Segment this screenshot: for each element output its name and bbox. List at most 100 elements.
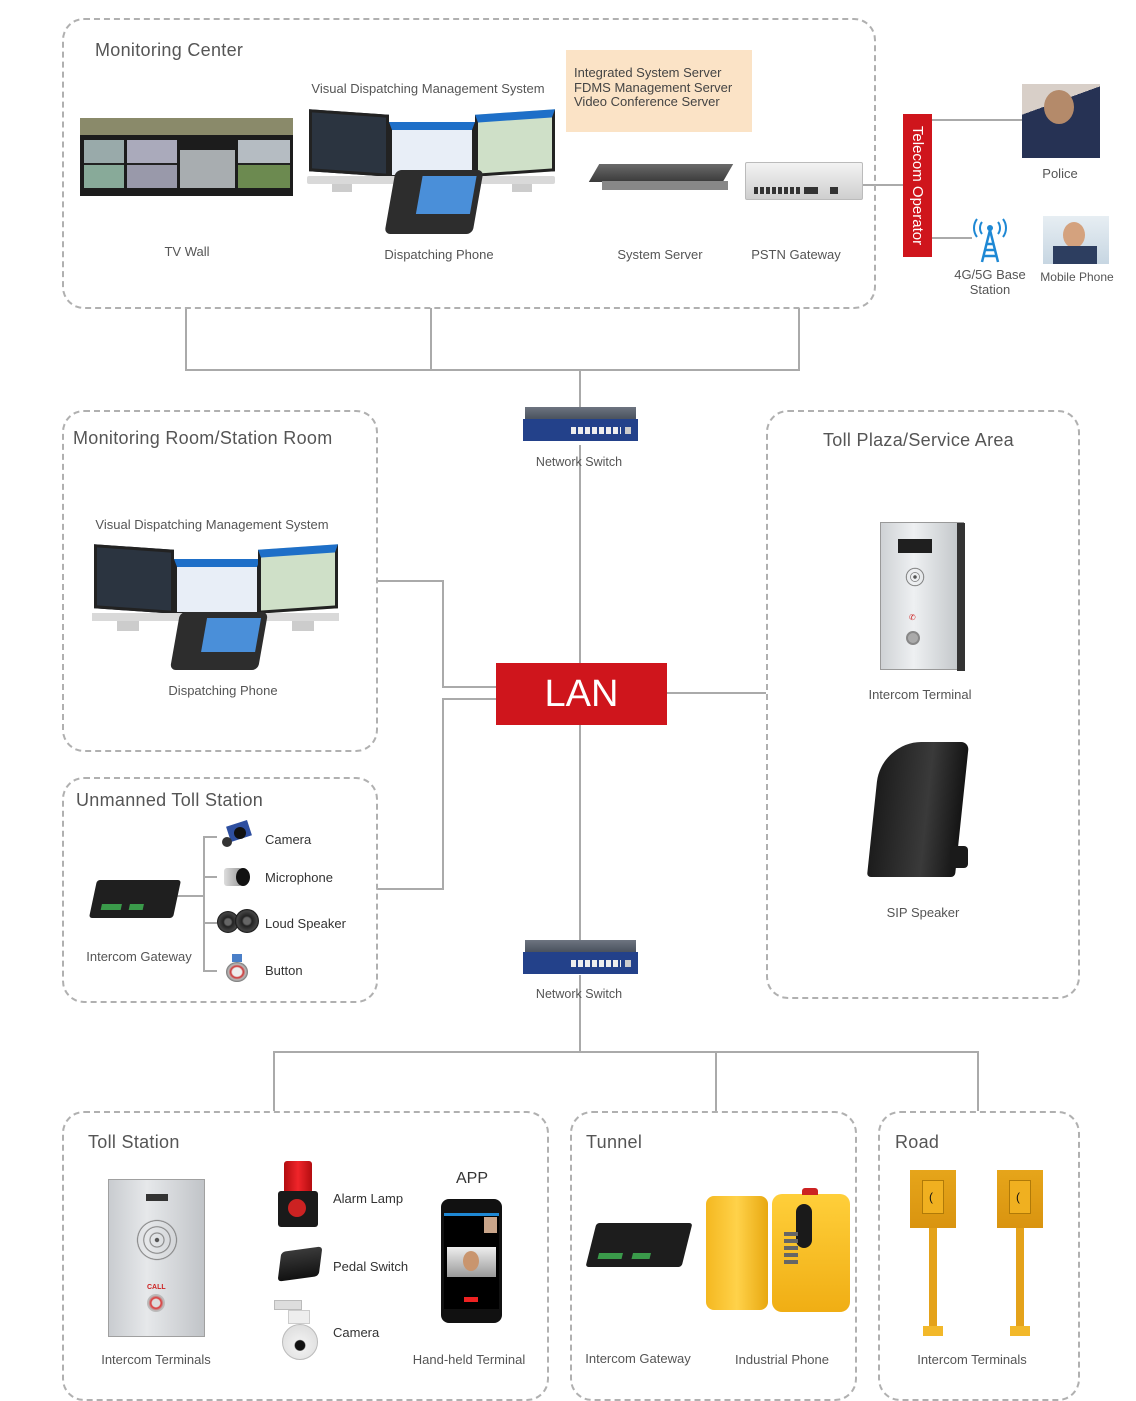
wire bbox=[203, 922, 217, 924]
intercom-gateway-label: Intercom Gateway bbox=[86, 949, 192, 964]
wire bbox=[715, 1051, 717, 1111]
network-switch-bottom-image bbox=[523, 940, 638, 976]
peripheral-label: Camera bbox=[265, 832, 312, 847]
wire bbox=[203, 970, 217, 972]
call-text: CALL bbox=[147, 1284, 166, 1291]
handheld-terminal-image bbox=[441, 1199, 502, 1323]
sip-speaker-label: SIP Speaker bbox=[886, 905, 960, 920]
network-switch-bottom-label: Network Switch bbox=[535, 987, 623, 1001]
system-server-image bbox=[588, 164, 734, 194]
wire bbox=[579, 724, 581, 942]
vdms-label: Visual Dispatching Management System bbox=[311, 81, 545, 96]
button-icon bbox=[226, 954, 248, 982]
police-label: Police bbox=[1042, 166, 1078, 181]
zone-monitoring-center bbox=[62, 18, 876, 309]
camera-module-icon bbox=[222, 819, 254, 847]
intercom-terminal-image: ✆ bbox=[880, 522, 965, 671]
dispatching-phone-image bbox=[384, 170, 484, 234]
alarm-lamp-icon bbox=[276, 1161, 320, 1227]
wire bbox=[932, 119, 1022, 121]
wire bbox=[442, 686, 496, 688]
base-station-icon bbox=[968, 218, 1012, 264]
wire bbox=[273, 1051, 275, 1111]
mobile-phone-photo bbox=[1043, 216, 1109, 264]
server-item: FDMS Management Server bbox=[574, 79, 733, 95]
wire bbox=[185, 308, 187, 371]
base-station-label: 4G/5G Base Station bbox=[954, 267, 1026, 297]
zone-monitoring-room bbox=[62, 410, 378, 752]
microphone-icon bbox=[224, 866, 250, 888]
police-photo bbox=[1022, 84, 1100, 158]
wire bbox=[798, 308, 800, 371]
wire bbox=[932, 237, 972, 239]
peripheral-label: Microphone bbox=[265, 870, 333, 885]
zone-title: Toll Station bbox=[88, 1132, 180, 1152]
server-item: Video Conference Server bbox=[574, 94, 720, 109]
camera-label: Camera bbox=[333, 1325, 380, 1340]
wire bbox=[579, 445, 581, 663]
server-list-box: Integrated System Server FDMS Management… bbox=[566, 50, 752, 132]
intercom-gateway-label: Intercom Gateway bbox=[585, 1351, 691, 1366]
wire bbox=[579, 975, 581, 1053]
intercom-terminal-image: CALL bbox=[108, 1179, 205, 1337]
pedal-switch-label: Pedal Switch bbox=[333, 1259, 409, 1274]
telecom-operator-block: Telecom Operator bbox=[903, 114, 932, 257]
wire bbox=[863, 184, 903, 186]
pstn-gateway-image bbox=[745, 162, 863, 200]
alarm-lamp-label: Alarm Lamp bbox=[333, 1191, 404, 1206]
zone-title: Tunnel bbox=[586, 1132, 643, 1152]
lan-block: LAN bbox=[496, 663, 667, 725]
dispatching-phone-label: Dispatching Phone bbox=[168, 683, 278, 698]
zone-title: Unmanned Toll Station bbox=[76, 790, 264, 810]
server-item: Integrated System Server bbox=[574, 65, 722, 80]
wire bbox=[203, 836, 217, 838]
road-intercom-post-icon: ( bbox=[910, 1170, 956, 1338]
zone-unmanned-toll-station bbox=[62, 777, 378, 1003]
telecom-operator-label: Telecom Operator bbox=[909, 125, 926, 246]
network-switch-top-label: Network Switch bbox=[535, 455, 623, 469]
wire bbox=[273, 1051, 979, 1053]
handheld-terminal-label: Hand-held Terminal bbox=[412, 1352, 526, 1367]
dispatching-phone-label: Dispatching Phone bbox=[384, 247, 494, 262]
app-label: APP bbox=[455, 1170, 488, 1187]
wire bbox=[442, 580, 444, 688]
wire bbox=[377, 580, 444, 582]
pedal-switch-icon bbox=[276, 1243, 323, 1283]
zone-title: Monitoring Room/Station Room bbox=[73, 428, 333, 448]
wire bbox=[377, 888, 444, 890]
wire bbox=[176, 895, 204, 897]
dispatching-phone-image bbox=[169, 612, 269, 670]
intercom-terminals-label: Intercom Terminals bbox=[101, 1352, 211, 1367]
loud-speaker-icon bbox=[217, 909, 259, 935]
wire bbox=[442, 698, 496, 700]
road-intercom-post-icon: ( bbox=[997, 1170, 1043, 1338]
wire bbox=[430, 308, 432, 371]
industrial-phone-image bbox=[706, 1188, 851, 1316]
sip-speaker-image bbox=[866, 742, 970, 877]
intercom-gateway-image bbox=[88, 880, 182, 918]
vdms-label: Visual Dispatching Management System bbox=[95, 517, 329, 532]
intercom-terminals-label: Intercom Terminals bbox=[917, 1352, 1027, 1367]
wire bbox=[203, 836, 205, 972]
wire bbox=[185, 369, 800, 371]
zone-title: Monitoring Center bbox=[95, 40, 244, 60]
network-switch-top-image bbox=[523, 407, 638, 443]
peripheral-label: Loud Speaker bbox=[265, 916, 346, 931]
mobile-phone-label: Mobile Phone bbox=[1040, 270, 1114, 284]
tv-wall-image bbox=[80, 118, 293, 196]
system-server-label: System Server bbox=[617, 247, 703, 262]
peripheral-label: Button bbox=[265, 963, 303, 978]
wire bbox=[203, 876, 217, 878]
zone-title: Toll Plaza/Service Area bbox=[823, 430, 1014, 450]
wire bbox=[579, 369, 581, 407]
zone-toll-plaza bbox=[766, 410, 1080, 999]
pstn-gateway-label: PSTN Gateway bbox=[751, 247, 841, 262]
wire bbox=[666, 692, 766, 694]
wire bbox=[977, 1051, 979, 1111]
zone-title: Road bbox=[895, 1132, 940, 1152]
ptz-camera-icon bbox=[274, 1300, 320, 1362]
intercom-terminal-label: Intercom Terminal bbox=[868, 687, 972, 702]
intercom-gateway-image bbox=[585, 1223, 693, 1275]
lan-label: LAN bbox=[544, 672, 619, 715]
industrial-phone-label: Industrial Phone bbox=[735, 1352, 829, 1367]
